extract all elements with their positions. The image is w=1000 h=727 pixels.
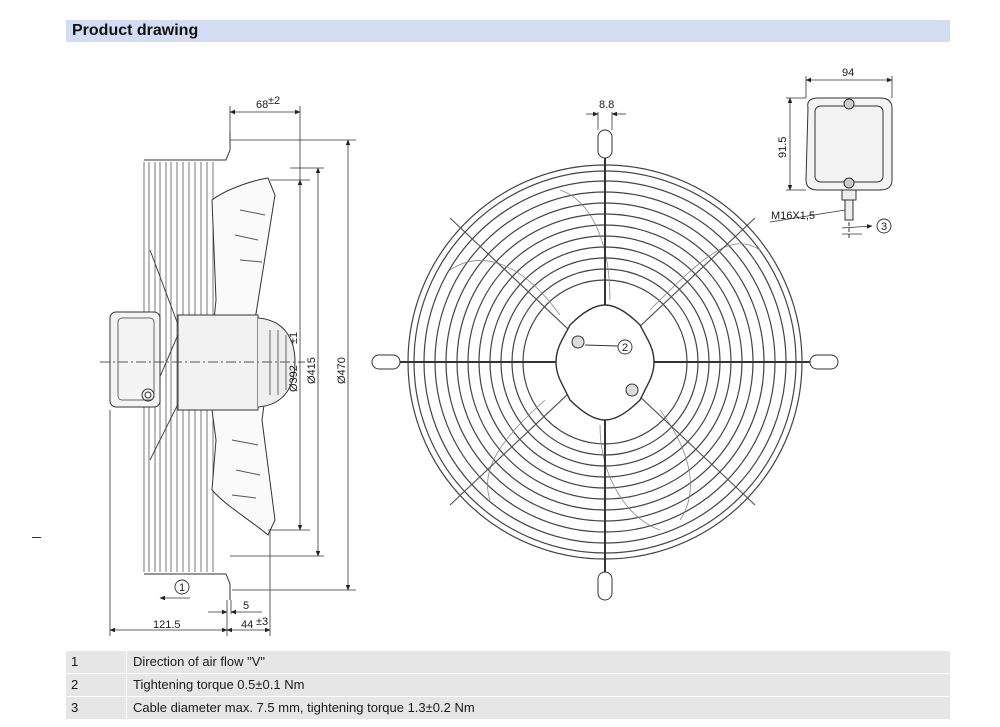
legend-table: 1 Direction of air flow "V" 2 Tightening… xyxy=(66,651,950,720)
svg-text:3: 3 xyxy=(881,221,887,233)
product-drawing: 68 ±2 Ø392 ±1 Ø415 Ø470 5 121.5 44 ±3 1 xyxy=(100,67,893,636)
front-blades xyxy=(449,189,761,531)
legend-text: Direction of air flow "V" xyxy=(126,651,950,673)
dim-bottom-right: 44 xyxy=(241,619,253,631)
svg-text:2: 2 xyxy=(622,342,628,354)
legend-row: 2 Tightening torque 0.5±0.1 Nm xyxy=(66,674,950,696)
section-header: Product drawing xyxy=(66,20,950,42)
dim-thread: M16X1,5 xyxy=(771,210,815,222)
dim-box-width: 94 xyxy=(842,67,854,79)
dim-front-top: 8.8 xyxy=(599,99,614,111)
dim-d392: Ø392 xyxy=(288,365,300,392)
callout-3: 3 xyxy=(876,218,892,234)
side-view xyxy=(100,132,305,600)
section-title: Product drawing xyxy=(72,22,199,39)
terminal-box-dimensions xyxy=(769,76,893,235)
svg-text:1: 1 xyxy=(179,582,185,594)
side-dimensions xyxy=(109,106,356,636)
legend-row: 3 Cable diameter max. 7.5 mm, tightening… xyxy=(66,697,950,719)
dim-side-top: 68 xyxy=(256,99,268,111)
dim-side-top-tol: ±2 xyxy=(268,95,280,107)
legend-num: 1 xyxy=(71,654,79,669)
callout-1: 1 xyxy=(174,579,190,595)
dim-bottom-right-tol: ±3 xyxy=(256,616,268,628)
terminal-box-view xyxy=(805,97,893,240)
dim-bottom-left: 121.5 xyxy=(153,619,181,631)
legend-num: 3 xyxy=(71,700,79,715)
callout-2: 2 xyxy=(617,339,633,355)
legend-row: 1 Direction of air flow "V" xyxy=(66,651,950,673)
legend-num: 2 xyxy=(71,677,79,692)
legend-text: Tightening torque 0.5±0.1 Nm xyxy=(126,674,950,696)
margin-dash xyxy=(32,537,41,538)
dim-d392-tol: ±1 xyxy=(288,332,300,344)
front-view xyxy=(371,129,839,601)
dim-d470: Ø470 xyxy=(336,357,348,384)
dim-d415: Ø415 xyxy=(306,357,318,384)
legend-text: Cable diameter max. 7.5 mm, tightening t… xyxy=(126,697,950,719)
front-dimensions xyxy=(586,111,626,130)
dim-bottom-small: 5 xyxy=(243,600,249,612)
dim-box-height: 91.5 xyxy=(777,137,789,158)
